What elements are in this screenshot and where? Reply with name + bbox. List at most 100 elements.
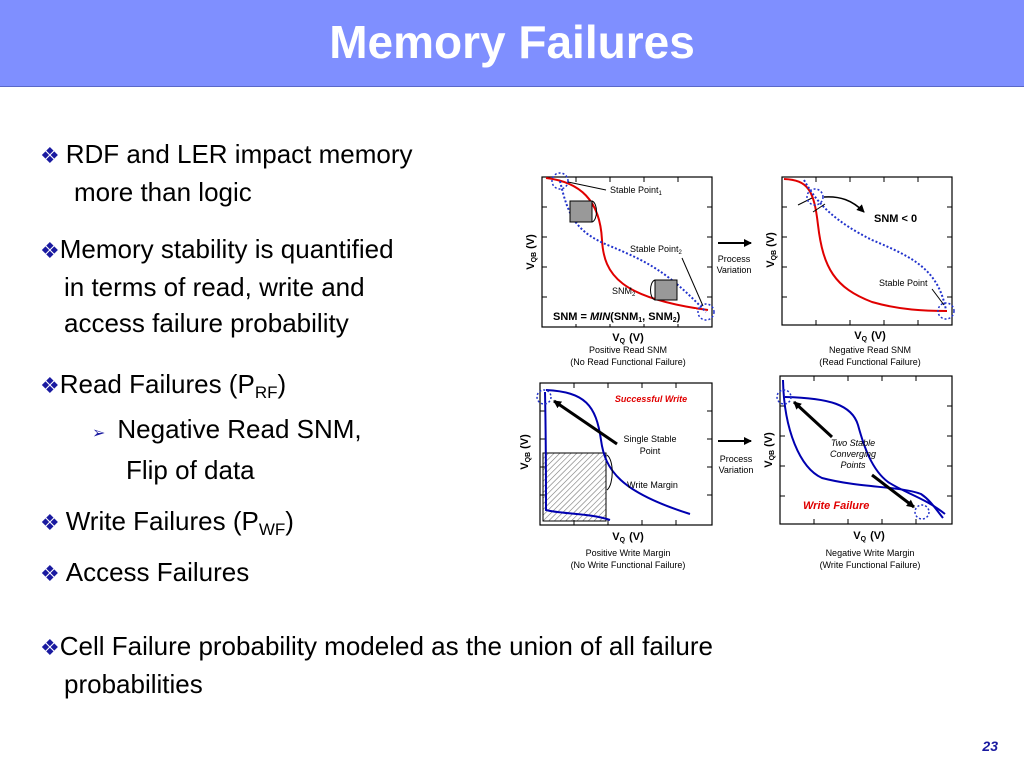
stable-point-circle (776, 389, 792, 405)
page-number: 23 (982, 738, 998, 754)
pointer-line (567, 181, 607, 191)
single-stable-label: Point (640, 446, 661, 456)
plot-frame (541, 176, 713, 328)
bullet-text: probabilities (64, 669, 203, 699)
panel-caption: (No Write Functional Failure) (571, 560, 686, 570)
x-axis-label: VQ(V) (612, 531, 644, 544)
stable-point-label: Stable Point (879, 278, 928, 288)
y-axis-label: VQB(V) (519, 434, 532, 470)
diamond-bullet-icon: ❖ (40, 635, 60, 660)
write-failure-label: Write Failure (803, 500, 869, 512)
bracket (606, 454, 613, 491)
x-axis-label: VQ(V) (612, 332, 644, 345)
stable-point-2-label: Stable Point2 (630, 244, 683, 256)
converging-arrow (871, 473, 915, 509)
two-stable-label: Two Stable (831, 438, 875, 448)
panel-caption: (Read Functional Failure) (819, 357, 921, 367)
bullet-text: Negative Read SNM, (117, 414, 362, 444)
y-axis-label: VQB(V) (525, 234, 538, 270)
process-variation-top: Process Variation (717, 239, 752, 275)
bullet-memory-stability: ❖Memory stability is quantified in terms… (40, 231, 394, 341)
process-label: Process (718, 254, 751, 264)
panel-negative-read-snm: SNM < 0 Stable Point VQB(V) VQ(V) Negati… (765, 176, 955, 367)
bullet-text: Access Failures (65, 557, 250, 587)
stable-point-circle (937, 302, 955, 320)
bullet-text: Read Failures (P (59, 369, 255, 399)
blue-vtc-curve (803, 179, 947, 311)
panel-positive-read-snm: Stable Point1 Stable Point2 SNM2 SNM = M… (525, 172, 715, 367)
title-bar: Memory Failures (0, 0, 1024, 87)
red-vtc-curve (783, 178, 948, 312)
arrow-bullet-icon: ➢ (92, 425, 106, 442)
stable-point-circle (697, 303, 715, 321)
bullet-subscript: WF (258, 520, 286, 539)
pointer-line (681, 257, 704, 307)
vtc-curve-a (784, 396, 946, 515)
snm-negative-label: SNM < 0 (874, 213, 917, 225)
snm2-square (654, 279, 678, 301)
bullet-cell-failure: ❖Cell Failure probability modeled as the… (40, 628, 713, 702)
bullet-text: ) (277, 369, 287, 399)
snm1-square (569, 200, 593, 223)
diamond-bullet-icon: ❖ (40, 238, 60, 263)
snm2-label: SNM2 (612, 286, 636, 298)
stable-point-circle (551, 172, 569, 190)
bullet-access-failures: ❖Access Failures (40, 554, 249, 592)
bullet-text: ) (285, 506, 294, 536)
successful-write-label: Successful Write (615, 394, 687, 404)
snm-min-formula: SNM = MIN(SNM1, SNM2) (553, 311, 681, 324)
x-axis-label: VQ(V) (853, 530, 885, 543)
bullet-text: access failure probability (64, 308, 349, 338)
formula-bg (550, 309, 696, 324)
panel-caption: Positive Read SNM (589, 345, 667, 355)
bullet-text: Memory stability is quantified (59, 234, 394, 264)
panel-positive-write-margin: Successful Write Single Stable Point Wri… (519, 382, 713, 570)
plot-frame (781, 176, 953, 326)
write-margin-label: Write Margin (627, 480, 678, 490)
diamond-bullet-icon: ❖ (40, 510, 60, 535)
panel-negative-write-margin: Two Stable Converging Points Write Failu… (763, 375, 953, 570)
panel-caption: (Write Functional Failure) (820, 560, 921, 570)
sub-bullet-negative-snm: ➢Negative Read SNM, Flip of data (92, 411, 362, 488)
single-stable-label: Single Stable (623, 434, 676, 444)
diamond-bullet-icon: ❖ (40, 561, 60, 586)
bullet-write-failures: ❖Write Failures (PWF) (40, 503, 294, 548)
slide-title: Memory Failures (329, 16, 695, 68)
y-axis-label: VQB(V) (763, 432, 776, 468)
bullet-text: in terms of read, write and (64, 272, 365, 302)
two-stable-label: Points (840, 460, 866, 470)
red-vtc-curve (545, 177, 709, 311)
stable-point-circle (536, 389, 552, 405)
panel-caption: Negative Write Margin (826, 548, 915, 558)
snm-arrow (823, 196, 865, 213)
diamond-bullet-icon: ❖ (40, 143, 60, 168)
process-label: Process (720, 454, 753, 464)
panel-caption: Positive Write Margin (586, 548, 671, 558)
vtc-curve-b (782, 379, 944, 519)
stable-point-circle (806, 188, 824, 206)
process-label: Variation (717, 265, 752, 275)
tick-mark (797, 197, 813, 206)
bullet-rdf-ler: ❖RDF and LER impact memory more than log… (40, 136, 413, 210)
tick-mark (812, 203, 826, 213)
axis-ticks (782, 177, 952, 325)
bullet-text: more than logic (74, 177, 252, 207)
x-axis-label: VQ(V) (854, 330, 886, 343)
bullet-read-failures: ❖Read Failures (PRF) (40, 366, 286, 411)
stable-point-1-label: Stable Point1 (610, 185, 663, 197)
two-stable-label: Converging (830, 449, 876, 459)
bracket (591, 200, 597, 223)
single-stable-arrow (553, 399, 618, 446)
bullet-text: Cell Failure probability modeled as the … (59, 631, 713, 661)
bracket (650, 279, 656, 301)
y-axis-label: VQB(V) (765, 232, 778, 268)
process-variation-bottom: Process Variation (718, 437, 754, 475)
write-margin-area (542, 452, 607, 522)
panel-caption: (No Read Functional Failure) (570, 357, 686, 367)
panel-caption: Negative Read SNM (829, 345, 911, 355)
process-label: Variation (719, 465, 754, 475)
bullet-subscript: RF (254, 383, 278, 402)
converging-arrow (792, 400, 834, 439)
bullet-text: Write Failures (P (65, 506, 259, 536)
